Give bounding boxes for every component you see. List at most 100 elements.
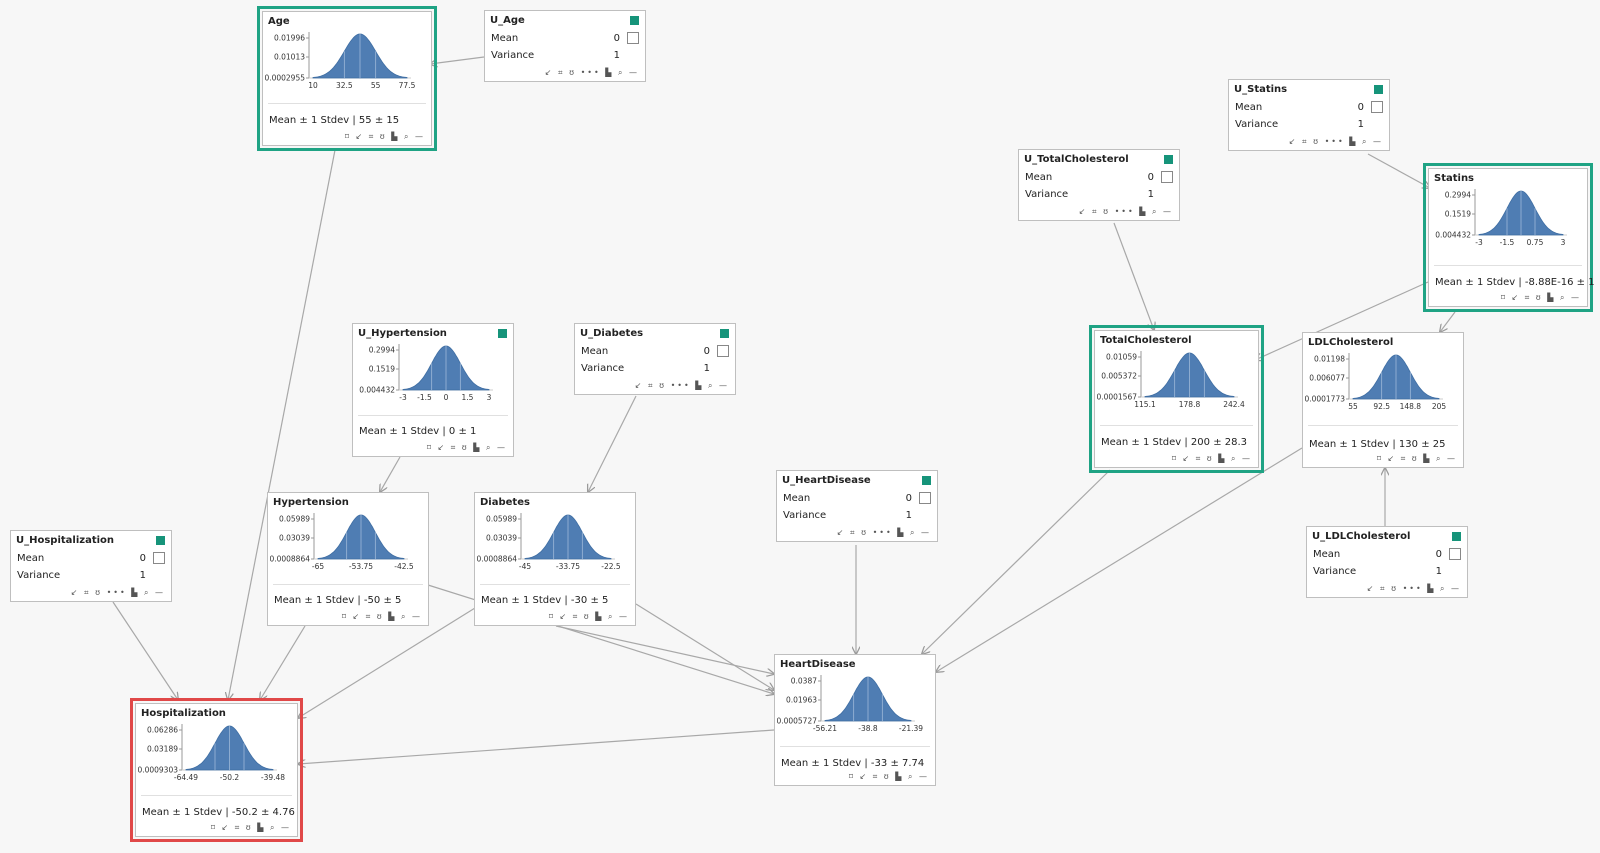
node-title: Diabetes	[480, 497, 530, 508]
y-tick-label: 0.05989	[486, 515, 517, 524]
y-tick-label: 0.1519	[1445, 210, 1471, 219]
node-toolbar[interactable]: ⌑ ↙ ⌗ ʊ ▙ ⌕ —	[210, 823, 291, 832]
mean-checkbox[interactable]	[919, 492, 931, 504]
edge-heartdisease-hospitalization	[298, 729, 775, 764]
x-tick-label: 3	[1561, 238, 1566, 247]
edge-uage-age	[430, 56, 485, 64]
node-title: Age	[268, 16, 290, 27]
node-toolbar[interactable]: ⌑ ↙ ⌗ ʊ ▙ ⌕ —	[548, 612, 629, 621]
x-tick-label: -38.8	[858, 724, 878, 733]
mean-checkbox[interactable]	[717, 345, 729, 357]
x-tick-label: -50.2	[220, 773, 240, 782]
node-toolbar[interactable]: ⌑ ↙ ⌗ ʊ ▙ ⌕ —	[1171, 454, 1252, 463]
x-tick-label: -42.5	[394, 562, 414, 571]
y-tick-label: 0.2994	[1445, 191, 1471, 200]
node-title: U_Hypertension	[358, 328, 447, 339]
x-tick-label: 1.5	[462, 393, 474, 402]
y-tick-label: 0.05989	[279, 515, 310, 524]
node-title: U_Statins	[1234, 84, 1288, 95]
node-toolbar[interactable]: ↙ ⌗ ʊ ••• ▙ ⌕ —	[1366, 584, 1461, 593]
y-tick-label: 0.0387	[791, 677, 817, 686]
mean-checkbox[interactable]	[153, 552, 165, 564]
node-title: U_HeartDisease	[782, 475, 871, 486]
y-tick-label: 0.0008864	[269, 555, 310, 564]
node-toolbar[interactable]: ⌑ ↙ ⌗ ʊ ▙ ⌕ —	[426, 443, 507, 452]
node-title: HeartDisease	[780, 659, 856, 670]
x-tick-label: -64.49	[174, 773, 198, 782]
node-toolbar[interactable]: ↙ ⌗ ʊ ••• ▙ ⌕ —	[1288, 137, 1383, 146]
edge-statins-ldlcholesterol	[1440, 311, 1456, 332]
stat-summary: Mean ± 1 Stdev | 200 ± 28.3	[1101, 437, 1248, 448]
observed-indicator-icon	[1452, 532, 1461, 541]
observed-indicator-icon	[1374, 85, 1383, 94]
node-toolbar[interactable]: ↙ ⌗ ʊ ••• ▙ ⌕ —	[544, 68, 639, 77]
y-tick-label: 0.01963	[786, 696, 817, 705]
y-tick-label: 0.0001773	[1304, 395, 1345, 404]
x-tick-label: 178.8	[1179, 400, 1201, 409]
edge-udiabetes-diabetes	[588, 395, 637, 492]
y-tick-label: 0.0002955	[264, 74, 305, 83]
stat-summary: Mean ± 1 Stdev | -50 ± 5	[274, 595, 402, 606]
y-tick-label: 0.005372	[1101, 372, 1137, 381]
node-toolbar[interactable]: ↙ ⌗ ʊ ••• ▙ ⌕ —	[836, 528, 931, 537]
edge-totalcholesterol-heartdisease	[922, 469, 1111, 654]
x-tick-label: 0.75	[1527, 238, 1544, 247]
x-tick-label: -3	[1475, 238, 1483, 247]
node-toolbar[interactable]: ⌑ ↙ ⌗ ʊ ▙ ⌕ —	[344, 132, 425, 141]
stat-summary: Mean ± 1 Stdev | -30 ± 5	[481, 595, 609, 606]
mean-checkbox[interactable]	[1449, 548, 1461, 560]
edge-uhospitalization-hospitalization	[112, 601, 178, 700]
node-toolbar[interactable]: ↙ ⌗ ʊ ••• ▙ ⌕ —	[1078, 207, 1173, 216]
edge-hypertension-hospitalization	[260, 625, 306, 700]
x-tick-label: -21.39	[899, 724, 923, 733]
mean-checkbox[interactable]	[1371, 101, 1383, 113]
node-toolbar[interactable]: ⌑ ↙ ⌗ ʊ ▙ ⌕ —	[1376, 454, 1457, 463]
edge-ldlcholesterol-heartdisease	[936, 447, 1303, 672]
observed-indicator-icon	[630, 16, 639, 25]
y-tick-label: 0.01059	[1106, 353, 1137, 362]
y-tick-label: 0.03189	[147, 745, 178, 754]
y-tick-label: 0.006077	[1309, 374, 1345, 383]
y-tick-label: 0.1519	[369, 365, 395, 374]
node-toolbar[interactable]: ⌑ ↙ ⌗ ʊ ▙ ⌕ —	[1500, 293, 1581, 302]
node-title: LDLCholesterol	[1308, 337, 1394, 348]
node-toolbar[interactable]: ↙ ⌗ ʊ ••• ▙ ⌕ —	[634, 381, 729, 390]
edge-ustatins-statins	[1367, 153, 1430, 188]
mean-checkbox[interactable]	[1161, 171, 1173, 183]
y-tick-label: 0.2994	[369, 346, 395, 355]
edge-age-hospitalization	[228, 149, 336, 700]
node-title: U_Hospitalization	[16, 535, 115, 546]
edge-diabetes-heartdisease-a	[555, 625, 774, 674]
x-tick-label: -1.5	[417, 393, 432, 402]
mean-checkbox[interactable]	[627, 32, 639, 44]
x-tick-label: 32.5	[336, 81, 353, 90]
node-toolbar[interactable]: ⌑ ↙ ⌗ ʊ ▙ ⌕ —	[341, 612, 422, 621]
node-toolbar[interactable]: ⌑ ↙ ⌗ ʊ ▙ ⌕ —	[848, 772, 929, 781]
node-toolbar[interactable]: ↙ ⌗ ʊ ••• ▙ ⌕ —	[70, 588, 165, 597]
node-title: Statins	[1434, 173, 1475, 184]
y-tick-label: 0.01013	[274, 53, 305, 62]
node-title: U_Age	[490, 15, 525, 26]
y-tick-label: 0.0009303	[137, 766, 178, 775]
x-tick-label: 3	[487, 393, 492, 402]
